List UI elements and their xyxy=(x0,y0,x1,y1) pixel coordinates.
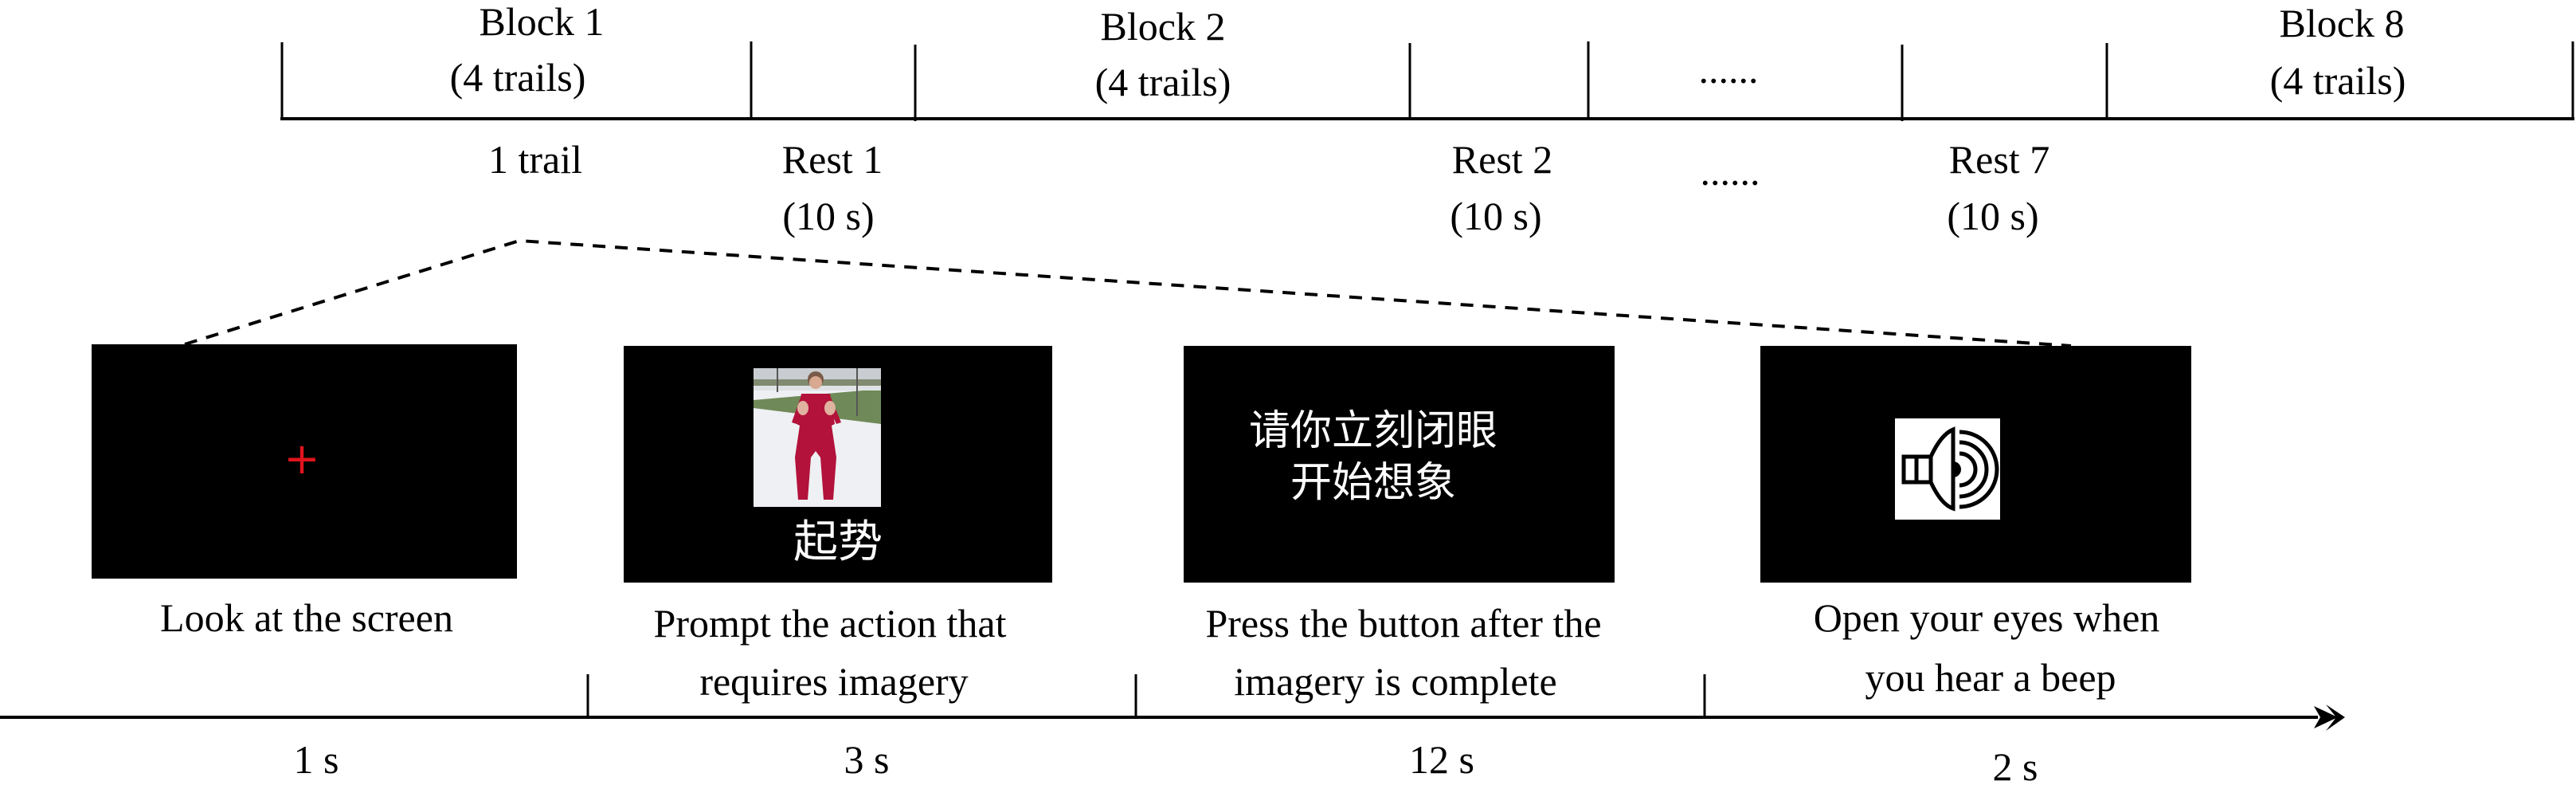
block-1-trials: (4 trails) xyxy=(449,55,586,100)
rest-7-title: Rest 7 xyxy=(1948,137,2050,182)
audio-cue-screen xyxy=(1760,346,2191,583)
fixation-screen: + xyxy=(92,344,517,579)
step-2-duration: 3 s xyxy=(844,737,890,782)
step-1-caption: Look at the screen xyxy=(160,595,453,640)
instruction-line-2: 开始想象 xyxy=(1290,459,1457,507)
trial-label: 1 trail xyxy=(487,137,583,182)
step-2-caption-line-2: requires imagery xyxy=(699,659,969,704)
tai-chi-person-image xyxy=(754,368,881,507)
block-8-trials: (4 trails) xyxy=(2269,58,2406,103)
step-4-duration: 2 s xyxy=(1992,744,2038,789)
step-3-caption-line-2: imagery is complete xyxy=(1234,659,1557,704)
rest-7-duration: (10 s) xyxy=(1947,194,2039,238)
instruction-line-1: 请你立刻闭眼 xyxy=(1248,407,1498,455)
step-2-caption-line-1: Prompt the action that xyxy=(653,601,1007,646)
step-3-caption-line-1: Press the button after the xyxy=(1205,601,1602,646)
ellipsis-bottom: ...... xyxy=(1700,149,1760,194)
step-4-caption-line-1: Open your eyes when xyxy=(1813,595,2160,640)
step-4-caption-line-2: you hear a beep xyxy=(1865,655,2116,700)
arrow-head-fill xyxy=(2314,706,2338,728)
arrow-head-icon xyxy=(2326,705,2345,731)
step-1-duration: 1 s xyxy=(293,737,339,782)
speaker-box xyxy=(1895,418,2000,520)
speaker-icon xyxy=(1901,426,1999,512)
rest-2-duration: (10 s) xyxy=(1450,194,1542,238)
rest-1-duration: (10 s) xyxy=(782,194,875,238)
action-photo xyxy=(754,368,881,507)
rest-1-title: Rest 1 xyxy=(781,137,883,182)
trial-zoom-dashed-line xyxy=(184,238,2072,347)
fixation-cross-icon: + xyxy=(284,434,320,484)
block-2-trials: (4 trails) xyxy=(1094,60,1231,104)
block-1-title: Block 1 xyxy=(479,0,605,44)
block-8-title: Block 8 xyxy=(2279,1,2405,45)
ellipsis-top: ...... xyxy=(1698,47,1759,92)
instruction-screen: 请你立刻闭眼 开始想象 xyxy=(1184,346,1615,583)
rest-2-title: Rest 2 xyxy=(1451,137,1553,182)
step-3-duration: 12 s xyxy=(1409,737,1474,782)
action-name-text: 起势 xyxy=(793,516,883,568)
action-prompt-screen: 起势 xyxy=(624,346,1052,583)
block-2-title: Block 2 xyxy=(1100,4,1226,49)
